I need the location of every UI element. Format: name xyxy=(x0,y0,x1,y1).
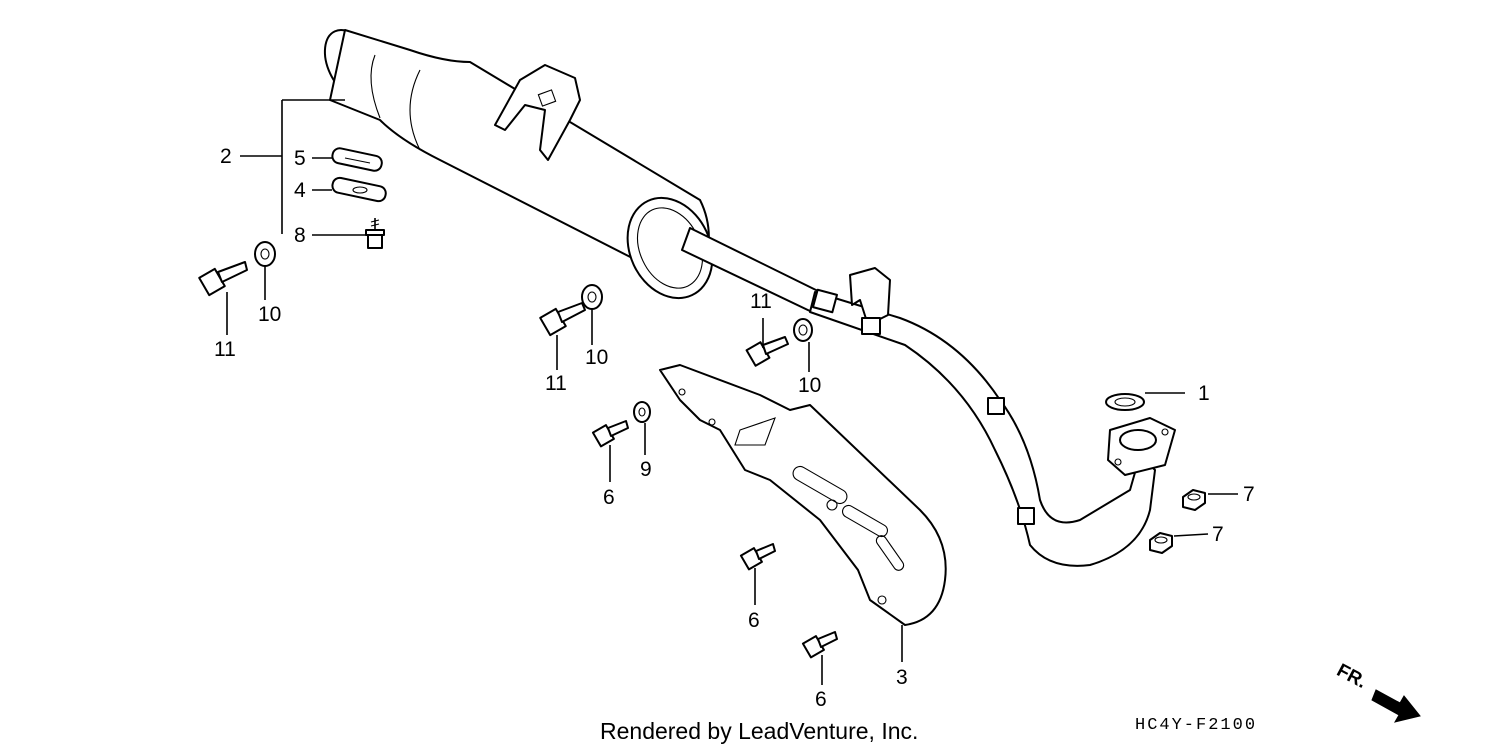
exhaust-pipe[interactable] xyxy=(809,267,1176,567)
bolt-6-lower[interactable] xyxy=(801,631,838,659)
callout-6-lower: 6 xyxy=(815,688,827,711)
callout-11-left: 11 xyxy=(214,338,236,361)
callout-3: 3 xyxy=(896,666,908,689)
callout-6-upper: 6 xyxy=(603,486,615,509)
plate-5[interactable] xyxy=(331,147,383,172)
heat-shield[interactable] xyxy=(659,364,947,626)
washer-9[interactable] xyxy=(633,401,651,423)
bolt-11-center[interactable] xyxy=(539,302,586,337)
diagram-code: HC4Y-F2100 xyxy=(1135,716,1257,735)
washer-10-center[interactable] xyxy=(581,284,603,310)
gasket[interactable] xyxy=(1105,393,1145,411)
callout-5: 5 xyxy=(294,147,306,170)
front-arrow-icon xyxy=(1371,689,1421,723)
nut-7-upper[interactable] xyxy=(1182,489,1206,511)
callout-1: 1 xyxy=(1198,382,1210,405)
footer-credit: Rendered by LeadVenture, Inc. xyxy=(600,718,918,744)
washer-10-left[interactable] xyxy=(254,241,276,267)
callout-2: 2 xyxy=(220,145,232,168)
callout-10-center: 10 xyxy=(585,346,608,369)
front-direction-label: FR. xyxy=(1333,660,1370,693)
front-direction-indicator: FR. xyxy=(1333,660,1421,723)
washer-10-right[interactable] xyxy=(793,318,813,342)
bolt-6-upper[interactable] xyxy=(591,420,629,448)
bolt-6-middle[interactable] xyxy=(739,543,776,571)
muffler[interactable] xyxy=(315,22,821,313)
callout-11-center: 11 xyxy=(545,372,567,395)
callout-4: 4 xyxy=(294,179,306,202)
bolt-11-right[interactable] xyxy=(745,336,789,367)
plate-4[interactable] xyxy=(331,176,387,203)
callout-7-lower: 7 xyxy=(1212,523,1224,546)
leader-lines xyxy=(226,99,1238,685)
nut-7-lower[interactable] xyxy=(1149,532,1173,554)
callout-8: 8 xyxy=(294,224,306,247)
callout-6-middle: 6 xyxy=(748,609,760,632)
bolt-8[interactable] xyxy=(365,218,385,249)
callout-labels: 1 2 5 4 8 11 10 11 10 11 10 6 9 6 6 3 7 … xyxy=(214,145,1255,711)
callout-7-upper: 7 xyxy=(1243,483,1255,506)
callout-10-right: 10 xyxy=(798,374,821,397)
bolt-11-left[interactable] xyxy=(198,261,248,297)
callout-11-right: 11 xyxy=(750,290,772,313)
callout-9: 9 xyxy=(640,458,652,481)
callout-10-left: 10 xyxy=(258,303,281,326)
